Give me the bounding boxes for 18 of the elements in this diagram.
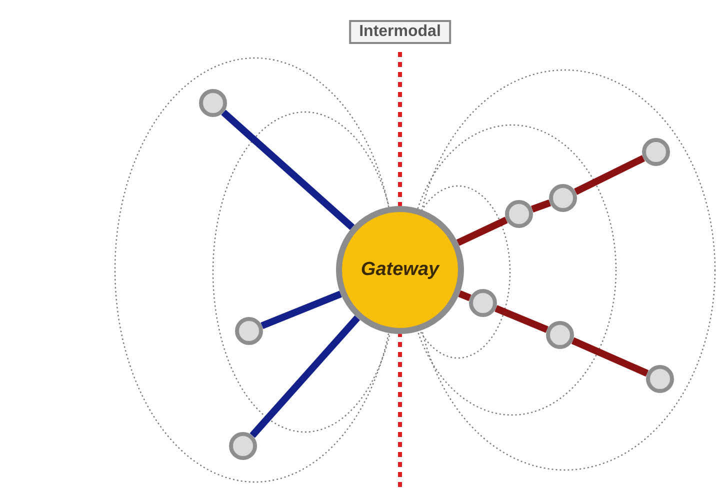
station-circle: [235, 317, 263, 345]
connector-line: [458, 290, 472, 302]
station-circle: [469, 289, 497, 317]
hub-circle: Gateway: [336, 206, 464, 334]
connector-line: [574, 155, 645, 195]
station-circle: [646, 365, 674, 393]
station-circle: [549, 184, 577, 212]
station-circle: [229, 432, 257, 460]
station-circle: [546, 321, 574, 349]
station-circle: [199, 89, 227, 117]
heading-label: Intermodal: [349, 20, 451, 44]
connector-line: [571, 337, 649, 377]
station-circle: [642, 138, 670, 166]
station-circle: [505, 200, 533, 228]
connector-line: [221, 110, 355, 230]
connector-line: [494, 305, 548, 333]
connector-line: [530, 200, 552, 212]
connector-line: [260, 290, 342, 329]
